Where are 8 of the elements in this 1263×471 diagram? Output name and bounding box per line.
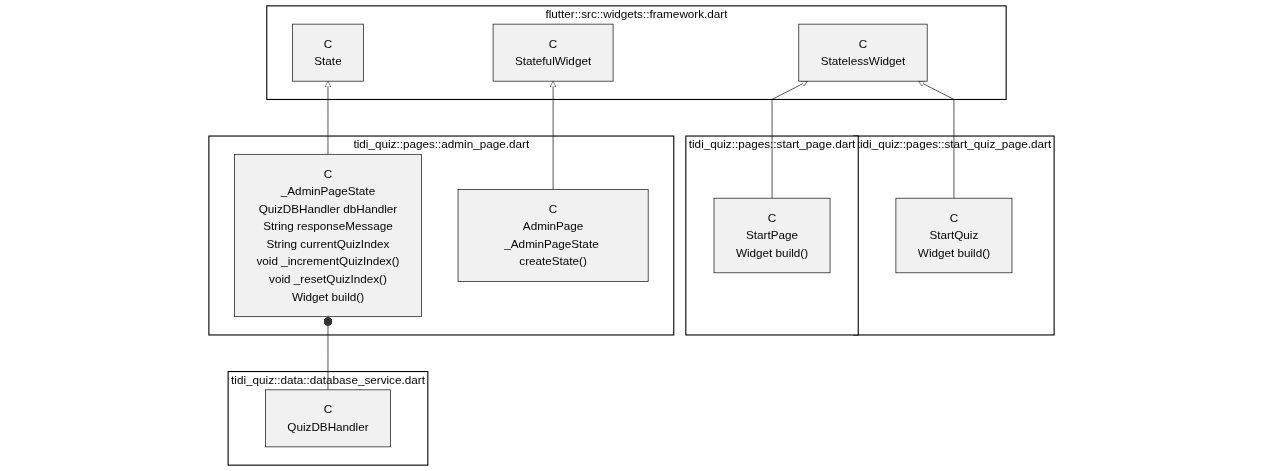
- node-box: C StartPage Widget build(): [713, 197, 831, 274]
- node-box: C QuizDBHandler: [265, 389, 391, 448]
- node-box: C StartQuiz Widget build(): [895, 197, 1013, 274]
- node-box: C StatelessWidget: [798, 23, 928, 82]
- node-box: C _AdminPageState QuizDBHandler dbHandler String responseMessage String currentQuizIndex void _incrementQuizIndex() void _resetQuizIndex() Widget build(): [234, 153, 422, 318]
- node-box: C StatefulWidget: [492, 23, 614, 82]
- node-box: C State: [292, 23, 364, 82]
- node-box: C AdminPage _AdminPageState createState(): [457, 189, 649, 282]
